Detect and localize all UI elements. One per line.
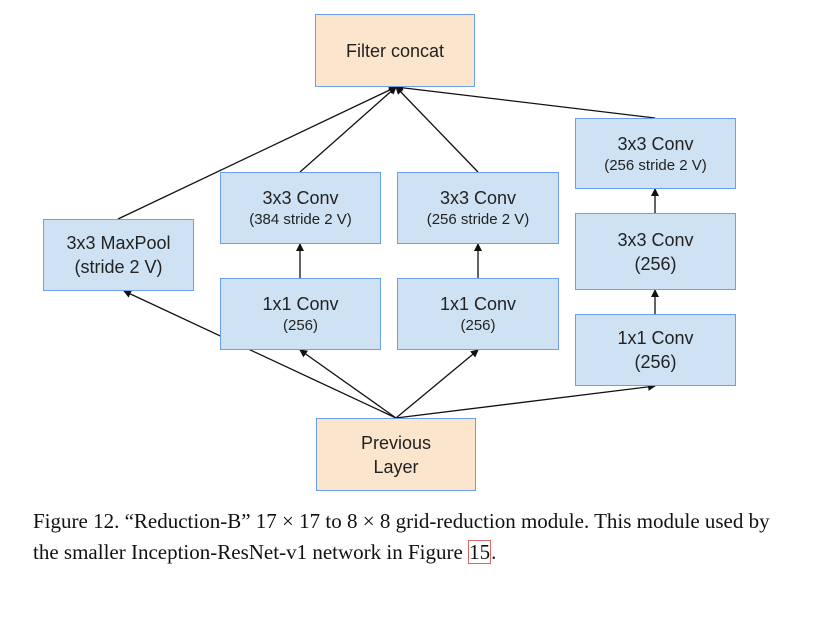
filter-concat-node: Filter concat [315, 14, 475, 87]
branch-c-bot-label: 1x1 Conv [617, 328, 694, 348]
edge-prev-b [395, 349, 479, 419]
figure-reference-link[interactable]: 15 [468, 540, 492, 564]
caption-math-1: 17 × 17 [255, 509, 321, 533]
branch-a-3x3-params: (384 stride 2 V) [249, 211, 352, 228]
caption-math-2: 8 × 8 [346, 509, 391, 533]
edge-b-concat [395, 86, 479, 173]
branch-b-3x3-params: (256 stride 2 V) [426, 211, 530, 228]
branch-a-3x3-label: 3x3 Conv [262, 188, 339, 208]
branch-c-1x1-conv-node: 1x1 Conv (256) [575, 314, 736, 386]
maxpool-params: (stride 2 V) [74, 257, 163, 277]
branch-b-1x1-label: 1x1 Conv [439, 294, 517, 314]
edge-a-concat [299, 86, 397, 173]
branch-b-1x1-conv-node: 1x1 Conv (256) [397, 278, 559, 350]
branch-c-3x3-conv-node: 3x3 Conv (256) [575, 213, 736, 290]
branch-c-top-params: (256 stride 2 V) [604, 156, 707, 174]
previous-layer-node: Previous Layer [316, 418, 476, 491]
edge-prev-a [299, 349, 397, 419]
branch-c-mid-label: 3x3 Conv [617, 229, 694, 250]
previous-layer-label-2: Layer [373, 456, 419, 477]
caption-prefix: Figure 12. “Reduction-B” [33, 509, 256, 533]
edge-c-concat [395, 83, 656, 119]
caption-end: . [491, 540, 497, 564]
figure-caption: Figure 12. “Reduction-B” 17 × 17 to 8 × … [33, 506, 793, 568]
edges [117, 83, 659, 419]
branch-a-1x1-params: (256) [282, 317, 319, 334]
branch-c-3x3-stride-conv-node: 3x3 Conv (256 stride 2 V) [575, 118, 736, 189]
branch-a-1x1-label: 1x1 Conv [262, 294, 339, 314]
branch-b-3x3-label: 3x3 Conv [439, 188, 517, 208]
branch-b-3x3-conv-node: 3x3 Conv (256 stride 2 V) [397, 172, 559, 244]
maxpool-node: 3x3 MaxPool (stride 2 V) [43, 219, 194, 291]
previous-layer-label-1: Previous [360, 432, 432, 453]
edge-prev-maxpool [123, 290, 397, 419]
caption-mid: to [320, 509, 347, 533]
branch-b-1x1-params: (256) [460, 317, 496, 334]
reduction-b-diagram: Filter concat 3x3 MaxPool (stride 2 V) 3… [43, 14, 736, 491]
branch-c-mid-params: (256) [634, 253, 677, 274]
maxpool-label: 3x3 MaxPool [66, 233, 171, 253]
branch-c-bot-params: (256) [634, 352, 677, 372]
edge-prev-c [395, 382, 656, 419]
filter-concat-label: Filter concat [345, 40, 445, 61]
branch-a-1x1-conv-node: 1x1 Conv (256) [220, 278, 381, 350]
branch-c-top-label: 3x3 Conv [617, 133, 694, 154]
branch-a-3x3-conv-node: 3x3 Conv (384 stride 2 V) [220, 172, 381, 244]
edge-maxpool-concat [117, 86, 397, 220]
caption-rest: grid-reduction module. This module used … [33, 509, 770, 564]
